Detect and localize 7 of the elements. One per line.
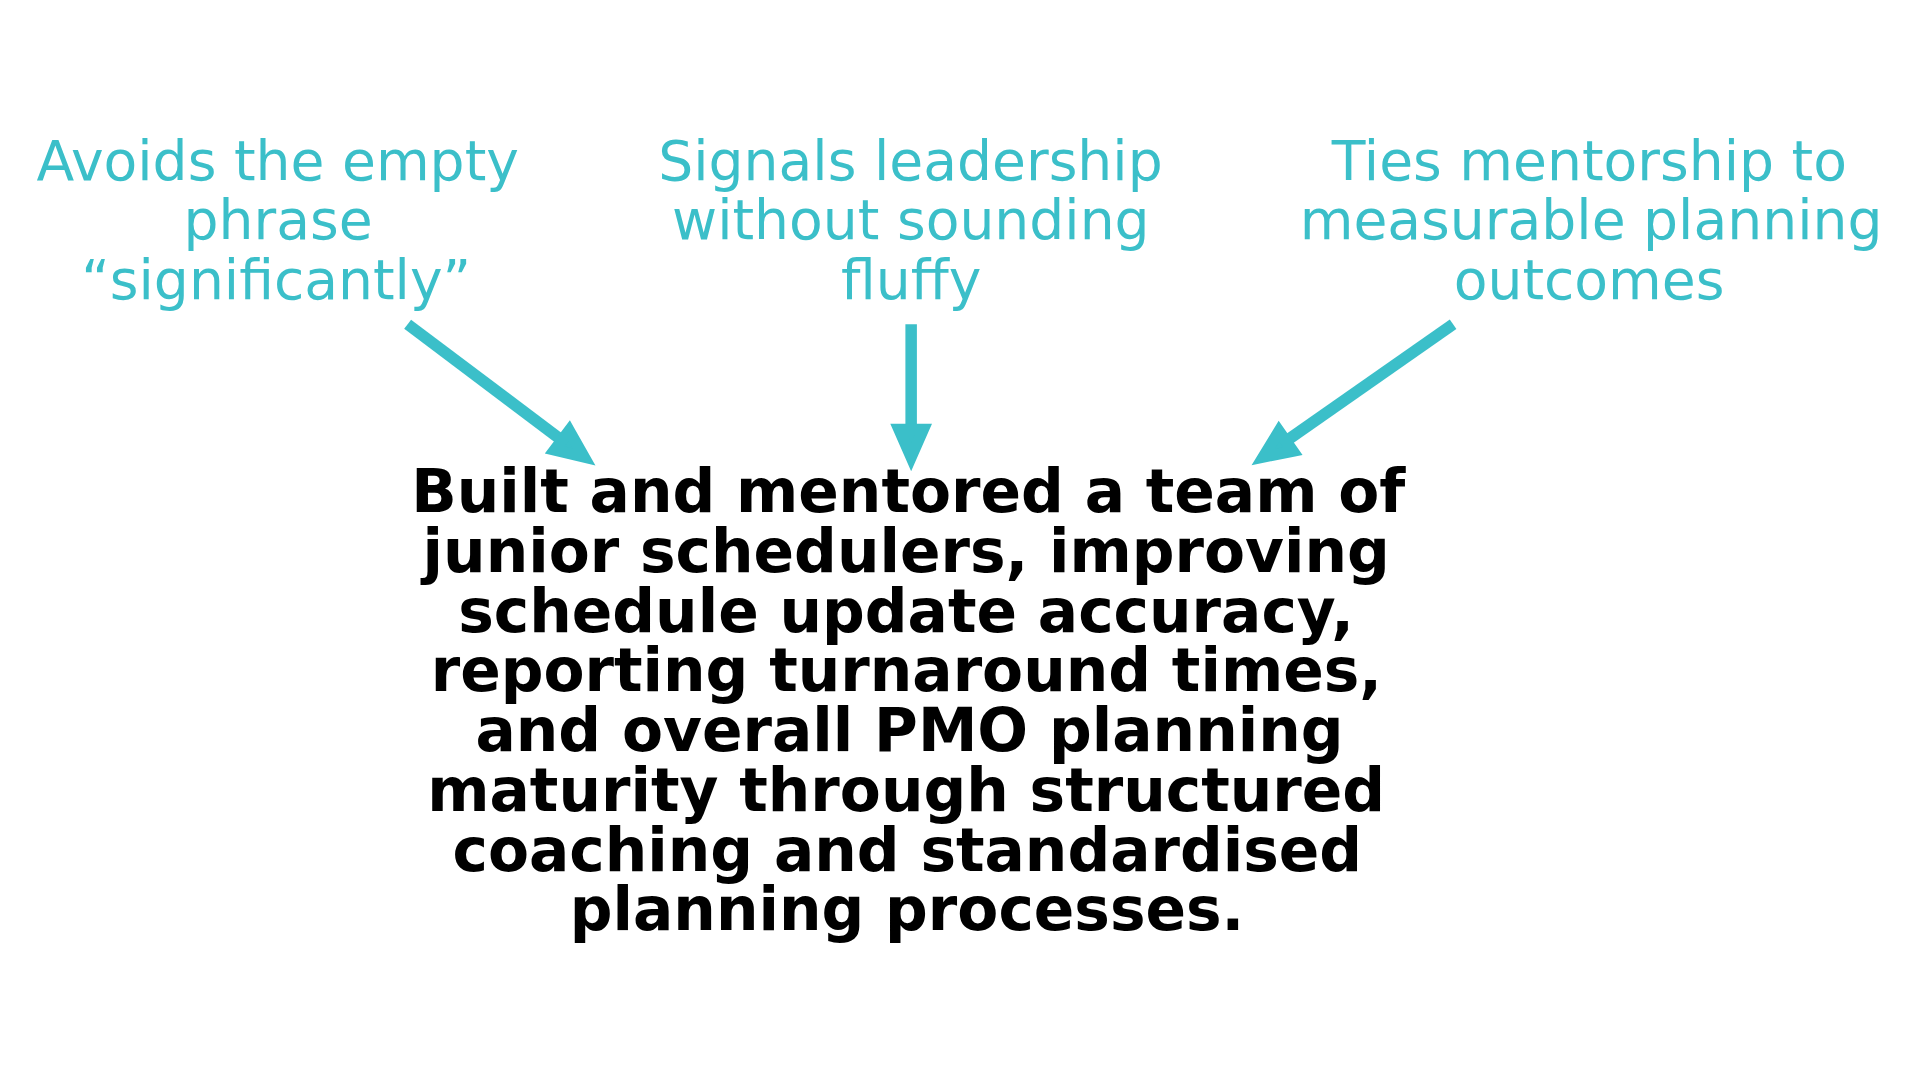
arrow [1251,319,1457,466]
node-text: Signals leadership without sounding fluffy [658,128,1163,313]
node-text: Avoids the empty phrase “significantly” [36,128,519,313]
node-text: Built and mentored a team of junior schedulers, improving schedule update accuracy, reporting turnaround times, and overall PMO planning maturity through structured coaching and standardised planning processes. [411,456,1406,945]
arrow [404,319,596,466]
node-text: Ties mentorship to measurable planning outcomes [1299,128,1883,313]
arrow [890,324,932,472]
